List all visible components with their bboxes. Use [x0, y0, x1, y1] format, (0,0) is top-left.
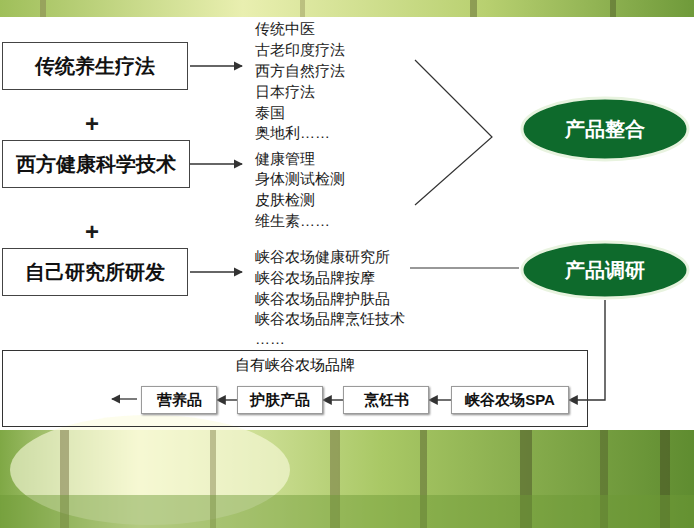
list-item: 健康管理 [255, 150, 315, 168]
node-label: 营养品 [157, 391, 202, 410]
plus-sign: + [85, 220, 99, 244]
product-box: 营养品 [141, 386, 217, 414]
list-item: 古老印度疗法 [255, 41, 345, 59]
list-item: 峡谷农场品牌护肤品 [255, 290, 390, 308]
merge-lines [410, 60, 519, 268]
product-box: 护肤产品 [237, 386, 323, 414]
brand-group: 自有峡谷农场品牌营养品 护肤产品 烹饪书 峡谷农场SPA [2, 350, 588, 427]
node-label: 护肤产品 [250, 391, 310, 410]
flow-arrow [323, 399, 343, 400]
node-label: 西方健康科学技术 [16, 151, 176, 178]
node-label: 产品调研 [565, 257, 645, 284]
list-item: 奥地利…… [255, 124, 330, 142]
plus-sign: + [85, 112, 99, 136]
node-label: 峡谷农场SPA [465, 391, 555, 410]
source-box: 西方健康科学技术 [2, 140, 190, 188]
leader-arrows [190, 66, 242, 272]
forest-picture [0, 415, 694, 528]
node-label: 产品整合 [565, 116, 645, 143]
process-ellipse: 产品调研 [520, 240, 690, 300]
list-item: 维生素…… [255, 212, 330, 230]
flow-arrow [429, 399, 451, 400]
product-box: 峡谷农场SPA [451, 386, 569, 414]
source-box: 传统养生疗法 [2, 42, 188, 90]
node-label: 传统养生疗法 [35, 53, 155, 80]
list-item: 泰国 [255, 104, 285, 122]
process-ellipse: 产品整合 [520, 96, 690, 162]
list-item: …… [255, 330, 285, 348]
list-item: 峡谷农场健康研究所 [255, 248, 390, 266]
list-item: 皮肤检测 [255, 191, 315, 209]
source-box: 自己研究所研发 [2, 248, 188, 296]
node-label: 自己研究所研发 [25, 259, 165, 286]
forest-strip [0, 0, 694, 17]
list-item: 身体测试检测 [255, 170, 345, 188]
list-item: 西方自然疗法 [255, 62, 345, 80]
list-item: 日本疗法 [255, 83, 315, 101]
exit-arrow [112, 398, 137, 399]
list-item: 峡谷农场品牌按摩 [255, 269, 375, 287]
list-item: 峡谷农场品牌烹饪技术 [255, 310, 405, 328]
list-item: 传统中医 [255, 20, 315, 38]
group-heading: 自有峡谷农场品牌 [3, 356, 587, 375]
node-label: 烹饪书 [364, 391, 409, 410]
product-box: 烹饪书 [343, 386, 429, 414]
flow-arrow [217, 399, 237, 400]
